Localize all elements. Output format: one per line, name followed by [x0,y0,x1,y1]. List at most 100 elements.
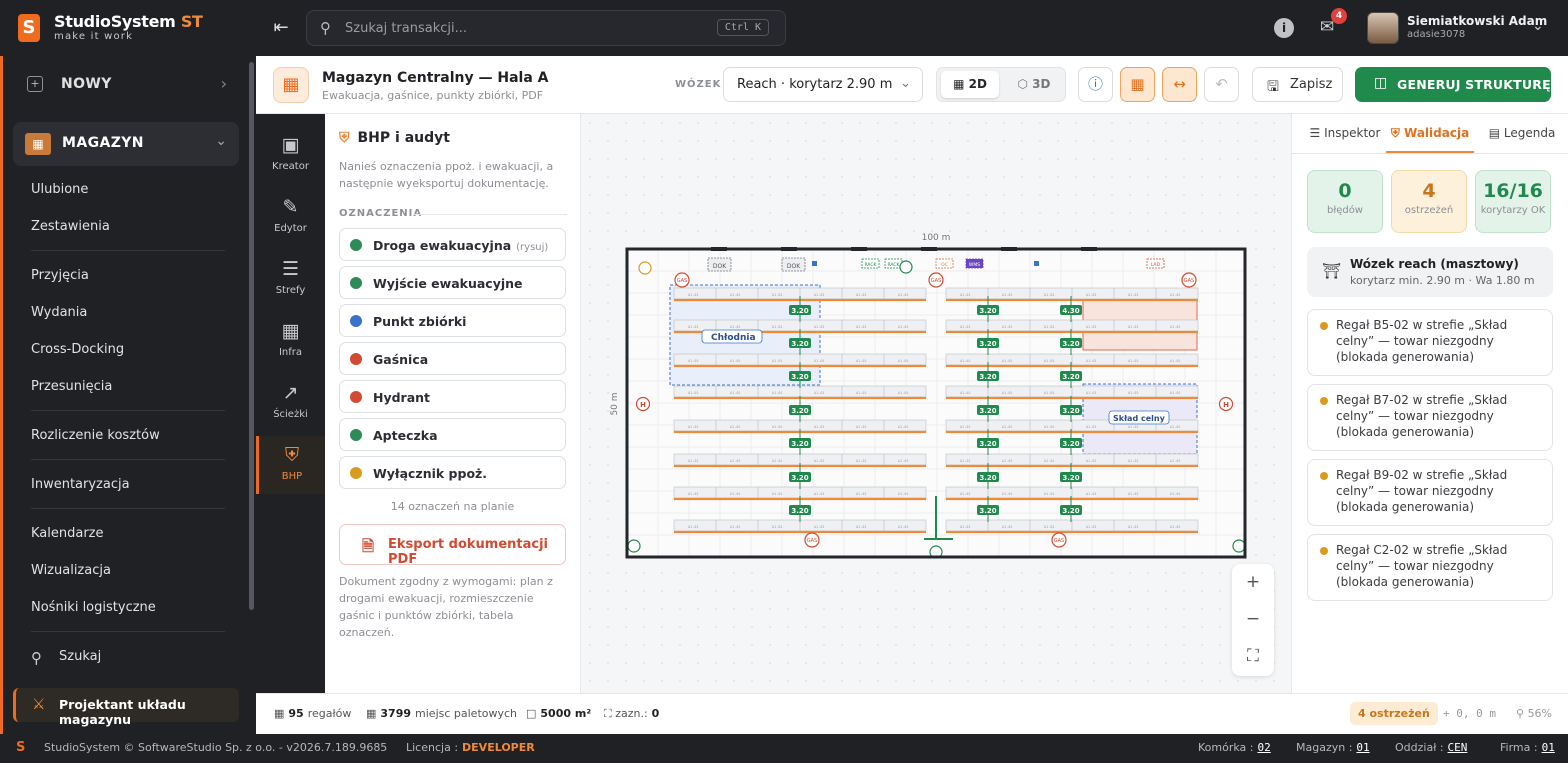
marker-item[interactable]: Gaśnica [339,342,566,375]
marker-item[interactable]: Apteczka [339,418,566,451]
tab-legenda[interactable]: ▤ Legenda [1488,126,1556,140]
tool-bhp[interactable]: ⛨BHP [256,436,325,494]
sidebar-new-button[interactable]: + NOWY › [27,72,237,100]
chevron-down-icon[interactable]: ⌄ [1532,18,1544,34]
warning-item[interactable]: Regał B9-02 w strefie „Skład celny” — to… [1307,459,1553,526]
user-name[interactable]: Siemiatkowski Adam [1407,14,1548,28]
height-dimension-label: 50 m [610,392,620,415]
warning-item[interactable]: Regał B5-02 w strefie „Skład celny” — to… [1307,309,1553,376]
footer-komorka[interactable]: Komórka :02 [1198,741,1271,754]
sidebar-scrollbar[interactable] [249,62,254,610]
sidebar-item-nosniki[interactable]: Nośniki logistyczne [31,600,156,615]
info-icon[interactable]: i [1274,18,1294,38]
extinguisher-label: GAS [677,278,687,284]
rack-code: A1-01 [1086,425,1097,429]
infra-tag-label: RACK [887,262,900,268]
rack-code: A1-01 [688,293,699,297]
menu-collapse-icon[interactable]: ⇤ [273,17,289,38]
warnings-badge[interactable]: 4 ostrzeżeń [1350,702,1438,725]
aisle-width-value: 3.20 [979,440,996,448]
rack-code: A1-01 [730,293,741,297]
view-2d-button[interactable]: ▦ 2D [941,71,999,98]
footer-oddzial[interactable]: Oddział :CEN [1395,741,1468,754]
sidebar-item-ulubione[interactable]: Ulubione [31,182,89,197]
aisle-width-tag [789,472,811,482]
sidebar-item-rozliczenie[interactable]: Rozliczenie kosztów [31,428,160,443]
tool-infra[interactable]: ▦Infra [256,312,325,370]
sidebar-item-zestawienia[interactable]: Zestawienia [31,219,110,234]
rack-code: A1-01 [1002,425,1013,429]
pdf-file-icon: 🗎 [362,537,375,555]
extinguisher-label: GAS [1184,278,1194,284]
tool-kreator[interactable]: ▣Kreator [256,126,325,184]
sidebar-item-kalendarze[interactable]: Kalendarze [31,526,104,541]
export-pdf-button[interactable]: 🗎 Eksport dokumentacji PDF [339,524,566,567]
sidebar-item-projektant[interactable]: ⚔ Projektant układu magazynu [13,688,239,727]
generate-structure-button[interactable]: ◫ GENERUJ STRUKTURĘ [1355,67,1551,102]
sidebar-item-przyjecia[interactable]: Przyjęcia [31,268,89,283]
tab-walidacja[interactable]: ⛨ Walidacja [1386,114,1474,153]
rack-code: A1-01 [1170,325,1181,329]
zoom-out-icon[interactable]: − [1245,609,1261,629]
warning-text: Regał B7-02 w strefie „Skład celny” — to… [1336,393,1508,439]
marker-item[interactable]: Wyłącznik ppoż. [339,456,566,489]
vehicle-select[interactable]: Reach · korytarz 2.90 m ⌄ [723,67,923,102]
zoom-in-icon[interactable]: + [1245,572,1261,592]
sidebar-item-wizualizacja[interactable]: Wizualizacja [31,563,111,578]
undo-button[interactable]: ↶ [1204,67,1239,102]
aisle-width-value: 3.20 [1062,373,1079,381]
brand-logo-icon[interactable]: S [18,14,40,42]
warning-item[interactable]: Regał B7-02 w strefie „Skład celny” — to… [1307,384,1553,451]
rack-code: A1-01 [898,492,909,496]
rack-code: A1-01 [730,391,741,395]
dock-door [1001,247,1017,251]
sidebar-item-inwentaryzacja[interactable]: Inwentaryzacja [31,477,130,492]
sidebar-item-przesuniecia[interactable]: Przesunięcia [31,379,113,394]
marker-item[interactable]: Droga ewakuacyjna(rysuj) [339,228,566,261]
user-avatar[interactable] [1367,12,1399,44]
extinguisher-marker [1181,272,1197,288]
footer-firma[interactable]: Firma :01 [1500,741,1555,754]
rack-code: A1-01 [1086,359,1097,363]
marker-item[interactable]: Hydrant [339,380,566,413]
dock-door [781,247,797,251]
search-box[interactable]: ⚲ Ctrl K [306,10,786,46]
infra-tag-label: WMS [969,262,980,268]
view-3d-button[interactable]: ⬡ 3D [1017,77,1051,91]
tab-inspektor[interactable]: ☰ Inspektor [1309,126,1381,140]
bhp-panel-title: ⛨BHP i audyt [339,130,450,146]
dock-door [1081,247,1097,251]
rack-code: A1-01 [960,525,971,529]
sidebar-section-magazyn[interactable]: ▦ MAGAZYN ⌄ [13,122,239,166]
aisle-width-tag [1060,305,1082,315]
info-button[interactable]: ⓘ [1078,67,1113,102]
marker-item[interactable]: Punkt zbiórki [339,304,566,337]
sidebar-item-cross-docking[interactable]: Cross-Docking [31,342,125,357]
sidebar-item-wydania[interactable]: Wydania [31,305,88,320]
tool-edytor[interactable]: ✎Edytor [256,188,325,246]
fit-screen-icon[interactable]: ⛶ [1247,646,1259,666]
rack-code: A1-01 [772,325,783,329]
sidebar-item-szukaj[interactable]: Szukaj [59,649,102,664]
mail-icon[interactable]: ✉ [1319,17,1335,37]
hydrant-label: H [640,401,646,409]
aisle-width-tag [789,505,811,515]
width-dimension-label: 100 m [922,233,951,243]
exit-marker [1232,539,1246,553]
save-button[interactable]: 🖫 Zapisz [1252,67,1343,102]
dimensions-toggle-button[interactable]: ↔ [1162,67,1197,102]
warning-item[interactable]: Regał C2-02 w strefie „Skład celny” — to… [1307,534,1553,601]
tool-sciezki[interactable]: ↗Ścieżki [256,374,325,432]
grid-toggle-button[interactable]: ▦ [1120,67,1155,102]
vehicle-select-value: Reach · korytarz 2.90 m [737,77,893,92]
marker-item[interactable]: Wyjście ewakuacyjne [339,266,566,299]
marker-label: Wyjście ewakuacyjne [373,276,523,291]
rack-code: A1-01 [856,492,867,496]
footer-magazyn[interactable]: Magazyn :01 [1296,741,1370,754]
tool-strefy[interactable]: ☰Strefy [256,250,325,308]
search-input[interactable] [345,18,705,38]
chart-line-icon: ↗ [282,382,299,404]
